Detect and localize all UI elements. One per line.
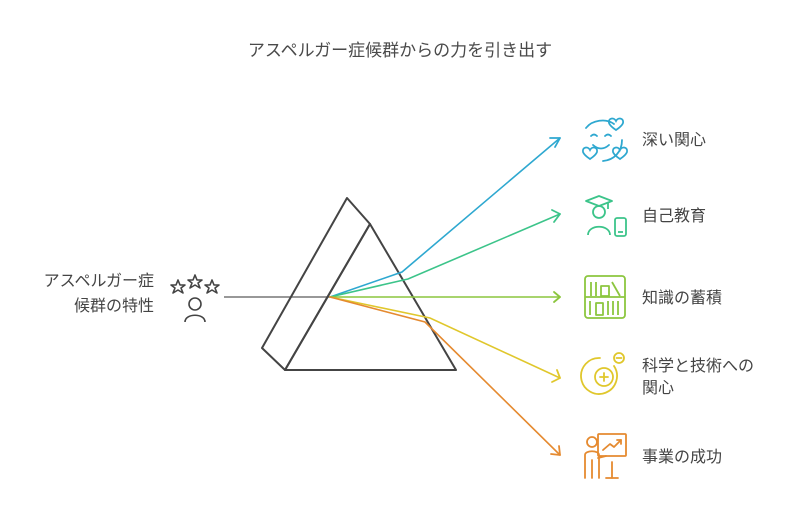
output-label-science-tech-line2: 関心 (642, 378, 675, 397)
graduate-device-icon (585, 195, 627, 237)
arrowhead-knowledge (553, 291, 561, 303)
output-label-science-tech-line1: 科学と技術への (642, 356, 755, 375)
arrowheads (549, 137, 561, 456)
output-label-self-education: 自己教育 (642, 206, 707, 225)
page-title: アスペルガー症候群からの力を引き出す (247, 41, 553, 61)
output-label-science-tech: 科学と技術への 関心 (642, 355, 754, 399)
arrowhead-self-education (551, 209, 561, 223)
prism (261, 197, 457, 371)
beam-science-tech (329, 296, 561, 379)
plus-minus-circle-icon (580, 352, 625, 395)
beam-business (329, 296, 561, 456)
presenter-chart-icon (584, 433, 627, 479)
arrowhead-business (550, 445, 561, 456)
smile-hearts-icon (582, 117, 628, 162)
source-label-line2: 候群の特性 (73, 296, 154, 315)
output-label-deep-interest: 深い関心 (642, 130, 707, 149)
arrowhead-science-tech (551, 369, 561, 383)
person-stars-icon (170, 274, 220, 323)
beam-deep-interest (329, 137, 561, 298)
arrowhead-deep-interest (549, 137, 561, 148)
beam-self-education (329, 213, 561, 298)
output-beams (329, 137, 561, 456)
source-label: アスペルガー症 候群の特性 (0, 268, 154, 318)
output-label-knowledge: 知識の蓄積 (642, 288, 723, 307)
output-label-business: 事業の成功 (642, 447, 723, 466)
source-label-line1: アスペルガー症 (43, 271, 154, 290)
bookshelf-icon (584, 275, 626, 319)
